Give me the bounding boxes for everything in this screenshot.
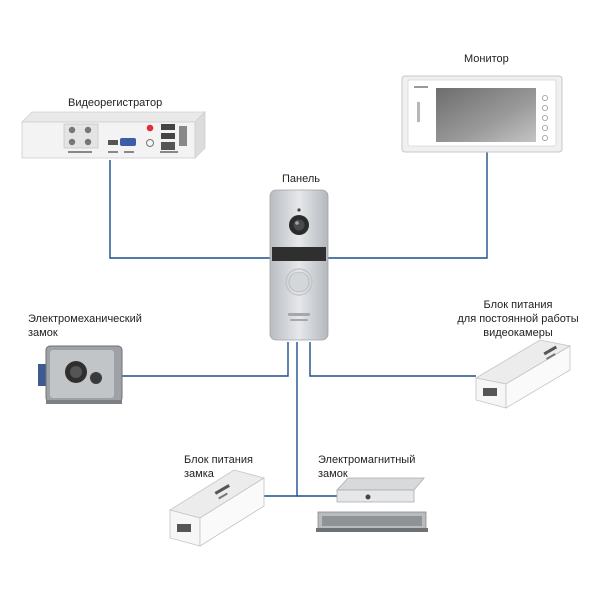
psu-camera-device	[474, 339, 572, 409]
wire-panel-emech-lock	[122, 342, 289, 377]
psu-camera-label-line1: Блок питания	[483, 299, 553, 311]
wire-monitor-panel	[328, 150, 488, 259]
electromagnetic-lock-device	[316, 477, 428, 532]
monitor-label: Монитор	[464, 53, 509, 65]
wire-dvr-panel	[109, 160, 270, 259]
psu-lock-label: Блок питания замка	[184, 453, 253, 481]
dvr-label: Видеорегистратор	[68, 97, 163, 109]
door-panel-device	[269, 189, 329, 341]
wires	[109, 150, 488, 497]
electromagnetic-lock-label-line2: замок	[318, 468, 348, 480]
monitor-device	[401, 75, 563, 153]
electromechanical-lock-device	[38, 345, 123, 404]
psu-camera-label-line2: для постоянной работы	[457, 313, 579, 325]
psu-lock-device	[169, 469, 265, 547]
psu-lock-label-line1: Блок питания	[184, 454, 253, 466]
electromagnetic-lock-label: Электромагнитный замок	[318, 453, 415, 481]
dvr-device	[21, 111, 206, 159]
electromechanical-lock-label-line1: Электромеханический	[28, 313, 142, 325]
psu-camera-label-line3: видеокамеры	[483, 327, 553, 339]
electromechanical-lock-label: Электромеханический замок	[28, 312, 142, 340]
electromechanical-lock-label-line2: замок	[28, 327, 58, 339]
panel-label: Панель	[282, 173, 321, 185]
wire-panel-psu-camera	[309, 342, 476, 377]
psu-lock-label-line2: замка	[184, 468, 214, 480]
electromagnetic-lock-label-line1: Электромагнитный	[318, 454, 416, 466]
psu-camera-label: Блок питания для постоянной работы видео…	[448, 298, 588, 340]
wire-panel-psu-lock	[263, 342, 298, 497]
